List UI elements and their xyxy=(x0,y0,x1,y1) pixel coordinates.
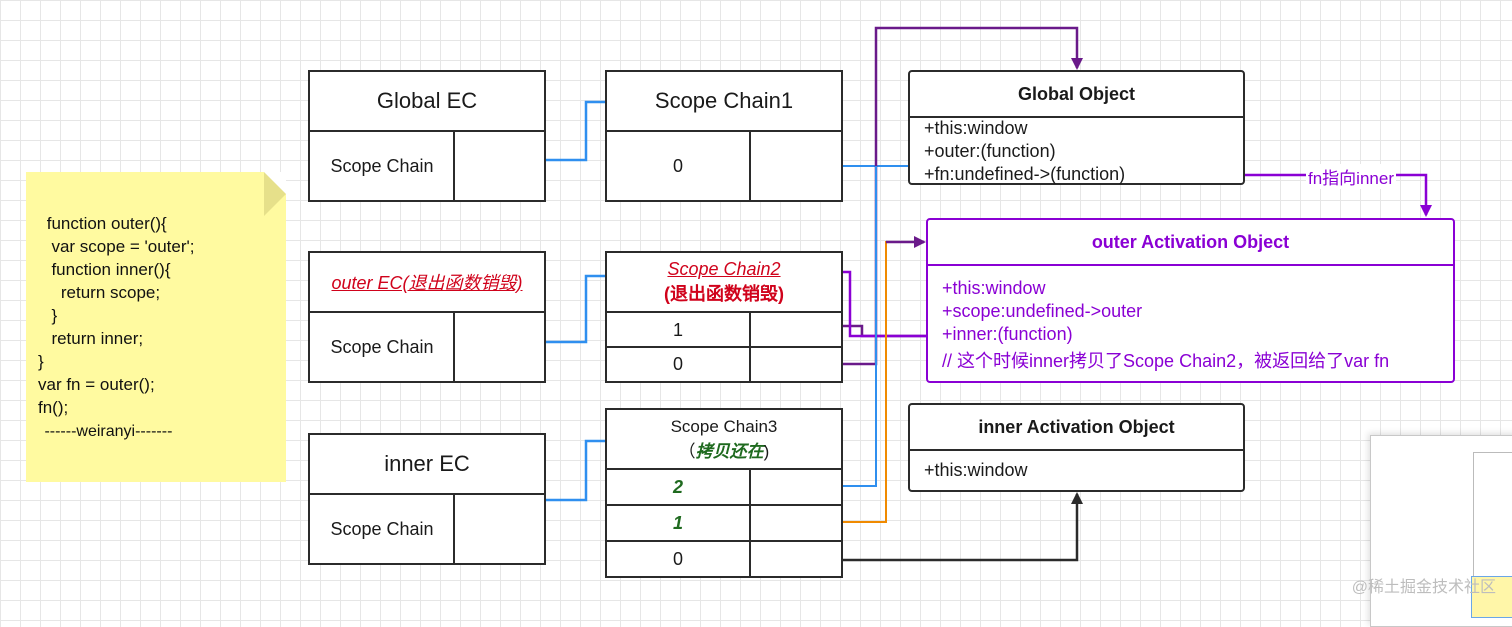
divider xyxy=(453,130,455,200)
scope-chain2-box: Scope Chain2 (退出函数销毁) 1 0 xyxy=(605,251,843,383)
divider xyxy=(749,130,751,200)
scope-chain3-row-0: 0 xyxy=(672,548,683,569)
divider xyxy=(453,311,455,381)
divider xyxy=(310,493,544,495)
global-ec-box: Global EC Scope Chain xyxy=(308,70,546,202)
global-object-box: Global Object +this:window +outer:(funct… xyxy=(908,70,1245,185)
scope-chain3-subtitle-open: （ xyxy=(678,441,696,461)
code-line: } xyxy=(38,352,44,371)
inner-ec-title: inner EC xyxy=(384,451,470,476)
arrow-sc3-row0-to-inner-ao xyxy=(842,492,1083,562)
divider xyxy=(910,449,1243,451)
code-line: var scope = 'outer'; xyxy=(42,237,195,256)
divider xyxy=(749,311,751,381)
inner-ao-prop: +this:window xyxy=(924,460,1028,480)
code-line: return scope; xyxy=(42,283,161,302)
scope-chain3-subtitle: 拷贝还在 xyxy=(695,441,764,461)
code-line: function inner(){ xyxy=(42,260,171,279)
global-object-prop: +outer:(function) xyxy=(924,141,1056,161)
global-ec-title: Global EC xyxy=(376,88,478,113)
scope-chain2-header: Scope Chain2 (退出函数销毁) xyxy=(607,253,841,311)
connectors xyxy=(546,26,1432,562)
outer-ao-comment: // 这个时候inner拷贝了Scope Chain2，被返回给了var fn xyxy=(942,351,1390,371)
scope-chain2-row-1: 1 xyxy=(672,319,683,340)
code-line: return inner; xyxy=(42,329,144,348)
scope-chain2-row-0: 0 xyxy=(672,354,683,374)
outer-ao-prop: +scope:undefined->outer xyxy=(942,301,1143,321)
divider xyxy=(310,311,544,313)
global-object-prop: +this:window xyxy=(924,118,1028,138)
code-line: var fn = outer(); xyxy=(38,375,155,394)
scope-chain3-header: Scope Chain3 （拷贝还在) xyxy=(607,410,841,468)
divider xyxy=(607,311,841,313)
scope-chain3-subtitle-close: ) xyxy=(763,441,770,461)
outer-ao-title: outer Activation Object xyxy=(1091,231,1290,252)
divider xyxy=(928,264,1453,266)
divider xyxy=(749,468,751,576)
arrow-sc3-row2-to-outer-ao xyxy=(842,166,877,487)
scope-chain2-title: Scope Chain2 xyxy=(667,258,781,279)
code-sticky-note: function outer(){ var scope = 'outer'; f… xyxy=(26,172,286,482)
scope-chain3-row-1: 1 xyxy=(672,512,683,533)
scope-chain3-title: Scope Chain3 xyxy=(670,416,778,436)
scope-chain1-box: Scope Chain1 0 xyxy=(605,70,843,202)
outer-ec-scope-chain-slot: Scope Chain xyxy=(330,336,434,357)
global-ec-scope-chain-slot: Scope Chain xyxy=(330,155,434,176)
outer-activation-object-box: outer Activation Object +this:window +sc… xyxy=(926,218,1455,383)
inner-ec-box: inner EC Scope Chain xyxy=(308,433,546,565)
divider xyxy=(607,346,841,348)
outer-ao-prop: +inner:(function) xyxy=(942,324,1073,344)
code-line: fn(); xyxy=(38,398,69,417)
code-line: function outer(){ xyxy=(42,214,167,233)
code-line: } xyxy=(42,306,58,325)
outer-ec-title: outer EC(退出函数销毁) xyxy=(331,273,523,293)
divider xyxy=(607,504,841,506)
scope-chain3-subtitle-wrap: （拷贝还在) xyxy=(679,437,770,462)
scope-chain1-title: Scope Chain1 xyxy=(654,88,794,113)
scope-chain3-box: Scope Chain3 （拷贝还在) 2 1 0 xyxy=(605,408,843,578)
scope-chain2-subtitle: (退出函数销毁) xyxy=(664,283,784,304)
divider xyxy=(607,130,841,132)
divider xyxy=(310,130,544,132)
divider xyxy=(607,468,841,470)
arrow-fn-points-inner xyxy=(1244,173,1432,217)
inner-ao-title: inner Activation Object xyxy=(978,416,1175,437)
divider xyxy=(607,540,841,542)
note-fold xyxy=(264,172,286,216)
code-line: ------weiranyi------- xyxy=(40,423,173,440)
side-panel-fragment xyxy=(1370,435,1512,627)
scope-chain3-row-2: 2 xyxy=(672,476,683,497)
divider xyxy=(453,493,455,563)
inner-activation-object-box: inner Activation Object +this:window xyxy=(908,403,1245,492)
global-object-title: Global Object xyxy=(1017,83,1136,104)
divider xyxy=(910,116,1243,118)
watermark: @稀土掘金技术社区 xyxy=(1351,579,1496,596)
inner-ec-scope-chain-slot: Scope Chain xyxy=(330,518,434,539)
outer-ec-box: outer EC(退出函数销毁) Scope Chain xyxy=(308,251,546,383)
outer-ao-prop: +this:window xyxy=(942,278,1046,298)
arrow-sc2-row0-to-global-object xyxy=(842,26,1083,366)
scope-chain1-row-0: 0 xyxy=(672,155,683,176)
global-object-prop: +fn:undefined->(function) xyxy=(924,164,1126,184)
fn-points-inner-label: fn指向inner xyxy=(1306,164,1396,189)
